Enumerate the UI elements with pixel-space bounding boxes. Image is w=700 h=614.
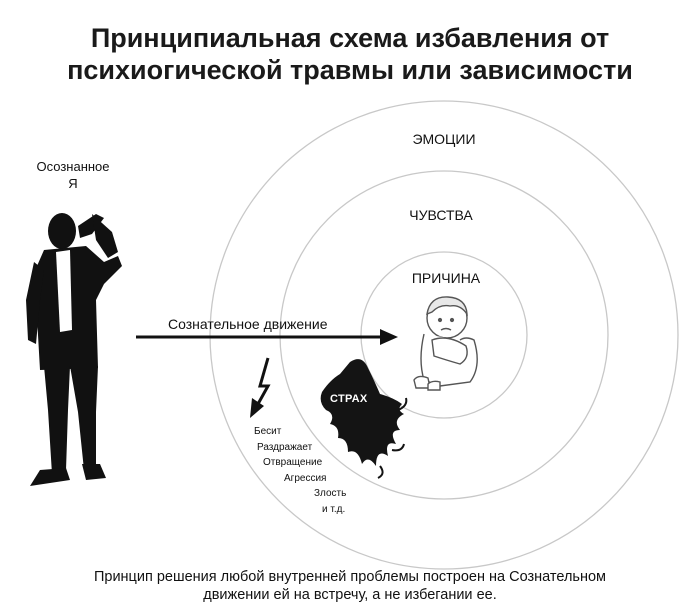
footer-caption: Принцип решения любой внутренней проблем… xyxy=(0,568,700,604)
middle-circle xyxy=(279,170,609,500)
reactions-list: Бесит Раздражает Отвращение Агрессия Зло… xyxy=(254,424,346,517)
reaction-item: Отвращение xyxy=(263,457,323,468)
silhouette-man-icon xyxy=(26,213,122,486)
inner-circle xyxy=(360,251,528,419)
outer-circle xyxy=(209,100,679,570)
title-line-1: Принципиальная схема избавления от xyxy=(90,23,610,53)
fear-label: СТРАХ xyxy=(330,393,368,405)
dark-shadow-figure-icon xyxy=(320,359,408,479)
footer-line-2: движении ей на встречу, а не избегании е… xyxy=(203,587,497,603)
footer-line-1: Принцип решения любой внутренней проблем… xyxy=(93,569,607,585)
cause-label: ПРИЧИНА xyxy=(411,270,481,286)
conscious-self-label: Осознанное Я xyxy=(28,158,118,192)
reaction-item: Бесит xyxy=(254,426,282,437)
emotions-label: ЭМОЦИИ xyxy=(412,131,476,147)
conscious-movement-label: Сознательное движение xyxy=(168,316,328,332)
feelings-label: ЧУВСТВА xyxy=(409,207,473,223)
conscious-movement-arrow xyxy=(136,329,398,345)
reaction-item: Раздражает xyxy=(257,441,313,453)
conscious-self-line-2: Я xyxy=(68,176,78,191)
reaction-item: и т.д. xyxy=(322,503,346,515)
sad-child-icon xyxy=(413,296,478,391)
reaction-item: Злость xyxy=(314,488,347,499)
title-line-2: психиогической травмы или зависимости xyxy=(67,55,633,85)
conscious-self-line-1: Осознанное xyxy=(36,159,110,174)
shirt-detail xyxy=(56,250,72,332)
lightning-arrow-icon xyxy=(250,357,271,418)
page-title: Принципиальная схема избавления от психи… xyxy=(0,22,700,86)
reaction-item: Агрессия xyxy=(284,472,327,484)
